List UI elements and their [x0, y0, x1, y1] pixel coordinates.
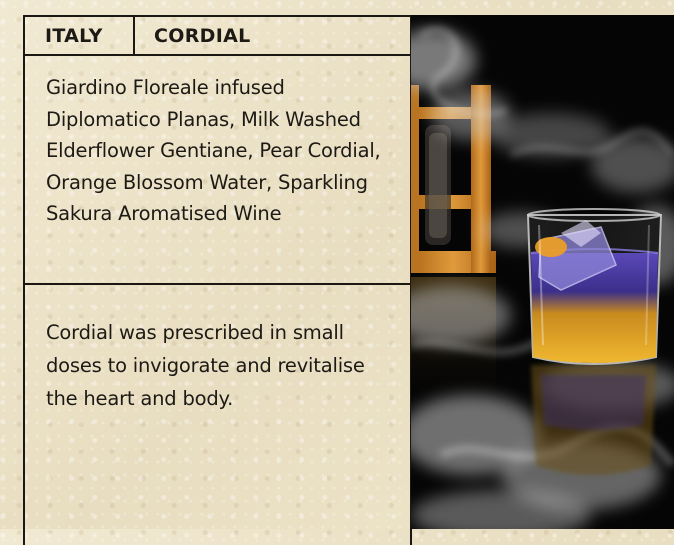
cocktail-photo-illustration: [411, 15, 674, 529]
card-header: ITALY CORDIAL: [25, 17, 410, 56]
cocktail-glass: [526, 208, 663, 365]
cocktail-photo: [411, 15, 674, 529]
cocktail-name: CORDIAL: [154, 24, 251, 47]
ingredients-text: Giardino Floreale infused Diplomatico Pl…: [25, 56, 410, 285]
origin-label: ITALY: [25, 17, 135, 54]
description-text: Cordial was prescribed in small doses to…: [46, 321, 365, 410]
glass-reflection: [531, 365, 656, 475]
cocktail-card: ITALY CORDIAL Giardino Floreale infused …: [23, 15, 412, 545]
